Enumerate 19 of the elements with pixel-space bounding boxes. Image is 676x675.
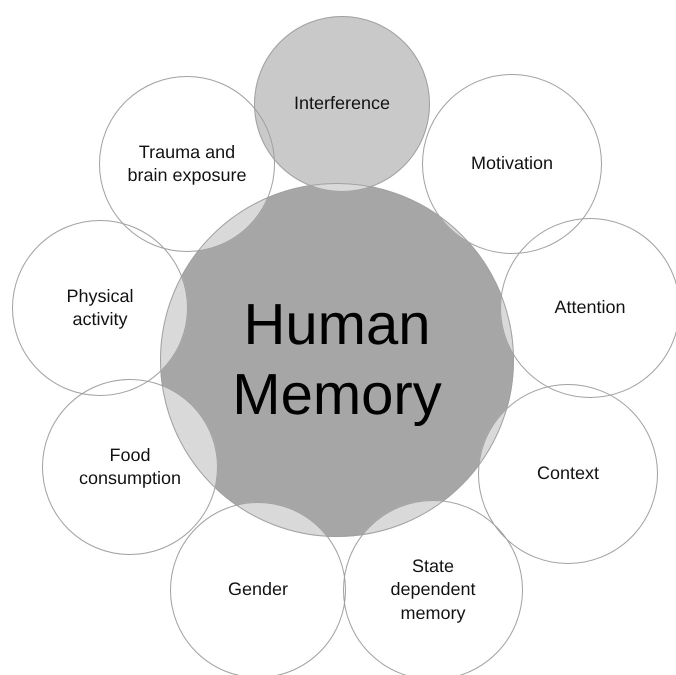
factor-label: Physical activity: [65, 284, 135, 331]
factor-circle: [422, 74, 602, 254]
factor-label: Trauma and brain exposure: [127, 140, 247, 187]
center-title: Human Memory: [231, 291, 443, 429]
factor-label: Motivation: [470, 152, 554, 176]
factor-label: Gender: [228, 578, 288, 602]
factor-circle: [254, 16, 430, 192]
factor-label: Context: [536, 462, 600, 486]
factor-circle: [500, 218, 676, 398]
factor-circle: [12, 220, 188, 396]
factor-label: Attention: [554, 296, 626, 320]
factor-circle: [42, 379, 218, 555]
factor-label: Interference: [294, 92, 390, 116]
factor-circle: [343, 500, 523, 675]
factor-circle: [170, 502, 346, 675]
factor-label: State dependent memory: [389, 554, 477, 625]
factor-label: Food consumption: [78, 444, 182, 490]
factor-circle: [99, 76, 275, 252]
factor-circle: [478, 384, 658, 564]
